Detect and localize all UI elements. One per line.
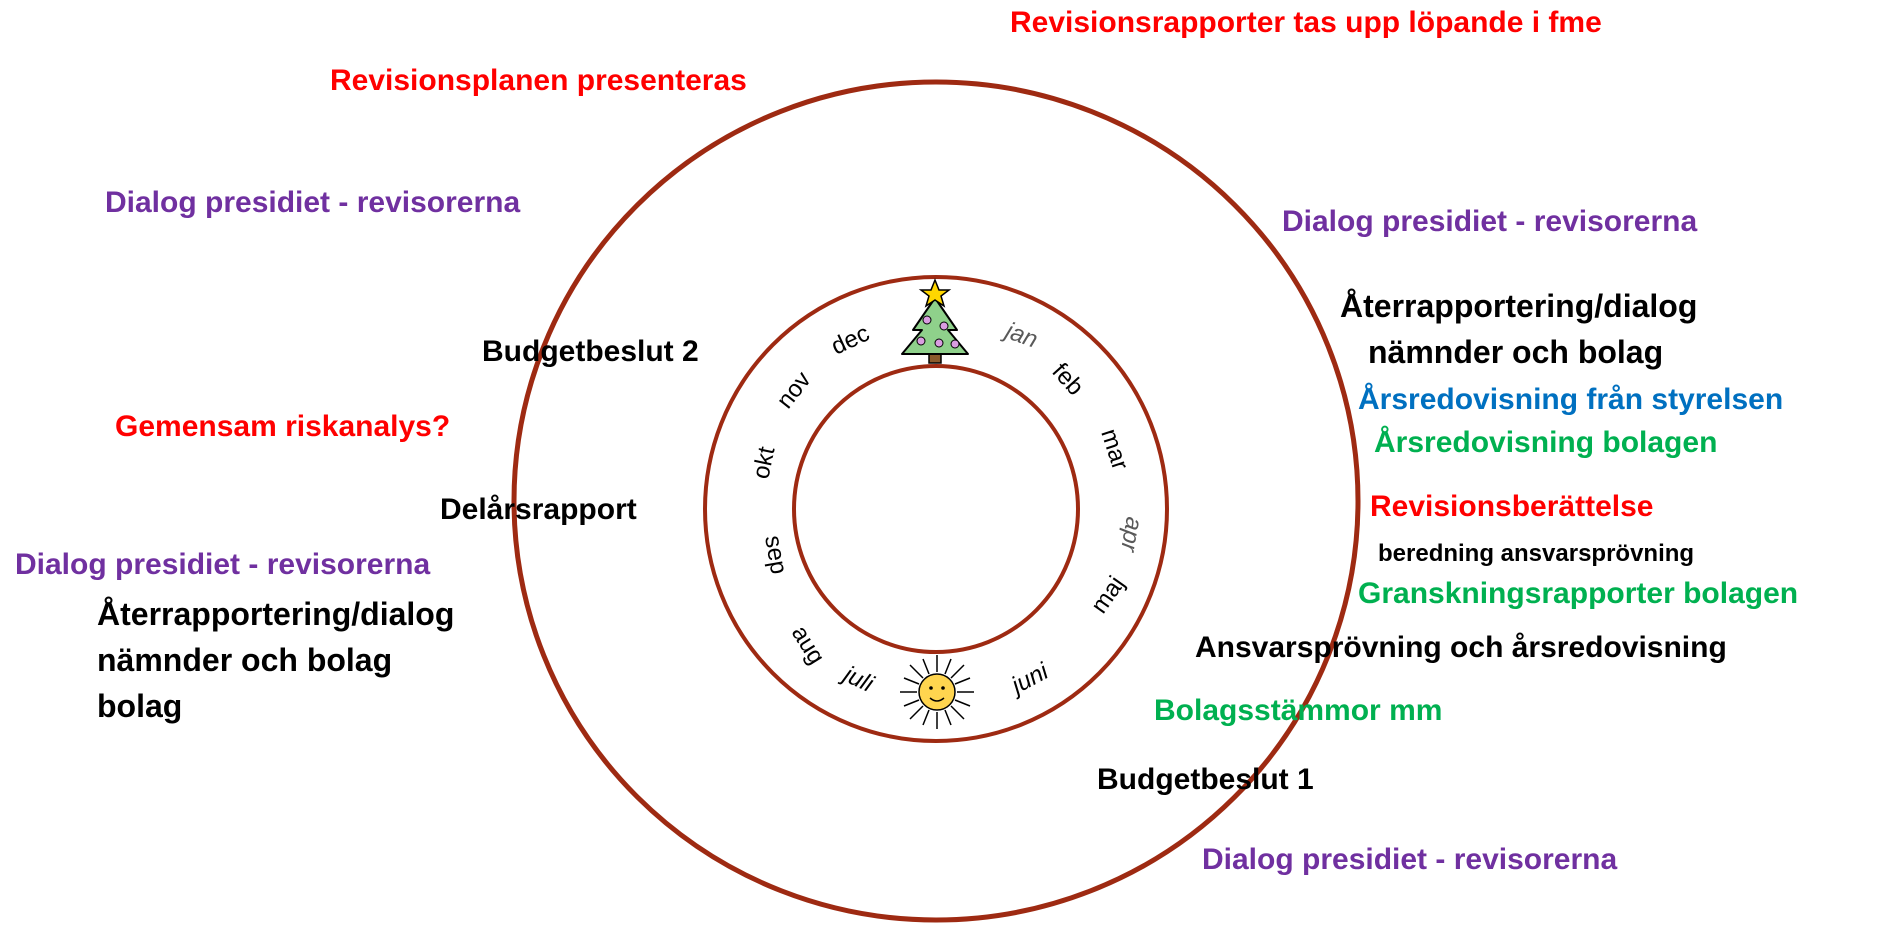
dialog-bottom-right-label: Dialog presidiet - revisorerna xyxy=(1202,843,1618,876)
aterrapportering-left-line3: bolag xyxy=(97,688,183,724)
aterrapportering-left-line2: nämnder och bolag xyxy=(97,642,393,678)
dialog-top-right-label: Dialog presidiet - revisorerna xyxy=(1282,205,1698,238)
aterrapportering-left-line1: Återrapportering/dialog xyxy=(97,596,455,632)
month-dec: dec xyxy=(827,320,873,361)
month-maj: maj xyxy=(1086,571,1130,618)
middle-ring xyxy=(703,275,1169,743)
month-okt: okt xyxy=(747,444,780,481)
revisionsberattelse-label: Revisionsberättelse xyxy=(1370,490,1654,523)
gemensam-riskanalys-label: Gemensam riskanalys? xyxy=(115,410,451,443)
month-juni: juni xyxy=(1004,658,1053,701)
christmas-tree-icon xyxy=(901,277,969,364)
outer-ring xyxy=(511,79,1361,923)
month-aug: aug xyxy=(786,621,830,669)
revisionsrapporter-label: Revisionsrapporter tas upp löpande i fme xyxy=(1010,6,1602,39)
month-juli: juli xyxy=(837,660,878,698)
revisionsplanen-label: Revisionsplanen presenteras xyxy=(330,64,747,97)
month-mar: mar xyxy=(1095,426,1133,474)
inner-ring xyxy=(792,364,1080,654)
budgetbeslut-1-label: Budgetbeslut 1 xyxy=(1097,763,1314,796)
dialog-top-left-label: Dialog presidiet - revisorerna xyxy=(105,186,521,219)
month-sep: sep xyxy=(759,533,792,576)
dialog-left-label: Dialog presidiet - revisorerna xyxy=(15,548,431,581)
aterrapportering-right-line2: nämnder och bolag xyxy=(1368,334,1664,370)
delarsrapport-label: Delårsrapport xyxy=(440,493,637,526)
arsredovisning-bolagen-label: Årsredovisning bolagen xyxy=(1374,426,1718,459)
month-nov: nov xyxy=(771,367,816,414)
sun-icon xyxy=(900,655,974,729)
ansvarsprovning-label: Ansvarsprövning och årsredovisning xyxy=(1195,631,1727,664)
month-feb: feb xyxy=(1047,358,1089,401)
month-apr: apr xyxy=(1115,515,1148,555)
arsredovisning-styrelsen-label: Årsredovisning från styrelsen xyxy=(1358,383,1784,416)
granskningsrapporter-label: Granskningsrapporter bolagen xyxy=(1358,577,1799,610)
bolagsstammor-label: Bolagsstämmor mm xyxy=(1154,694,1443,727)
month-jan: jan xyxy=(999,316,1041,353)
beredning-label: beredning ansvarsprövning xyxy=(1378,540,1695,567)
budgetbeslut-2-label: Budgetbeslut 2 xyxy=(482,335,699,368)
aterrapportering-right-line1: Återrapportering/dialog xyxy=(1340,288,1698,324)
